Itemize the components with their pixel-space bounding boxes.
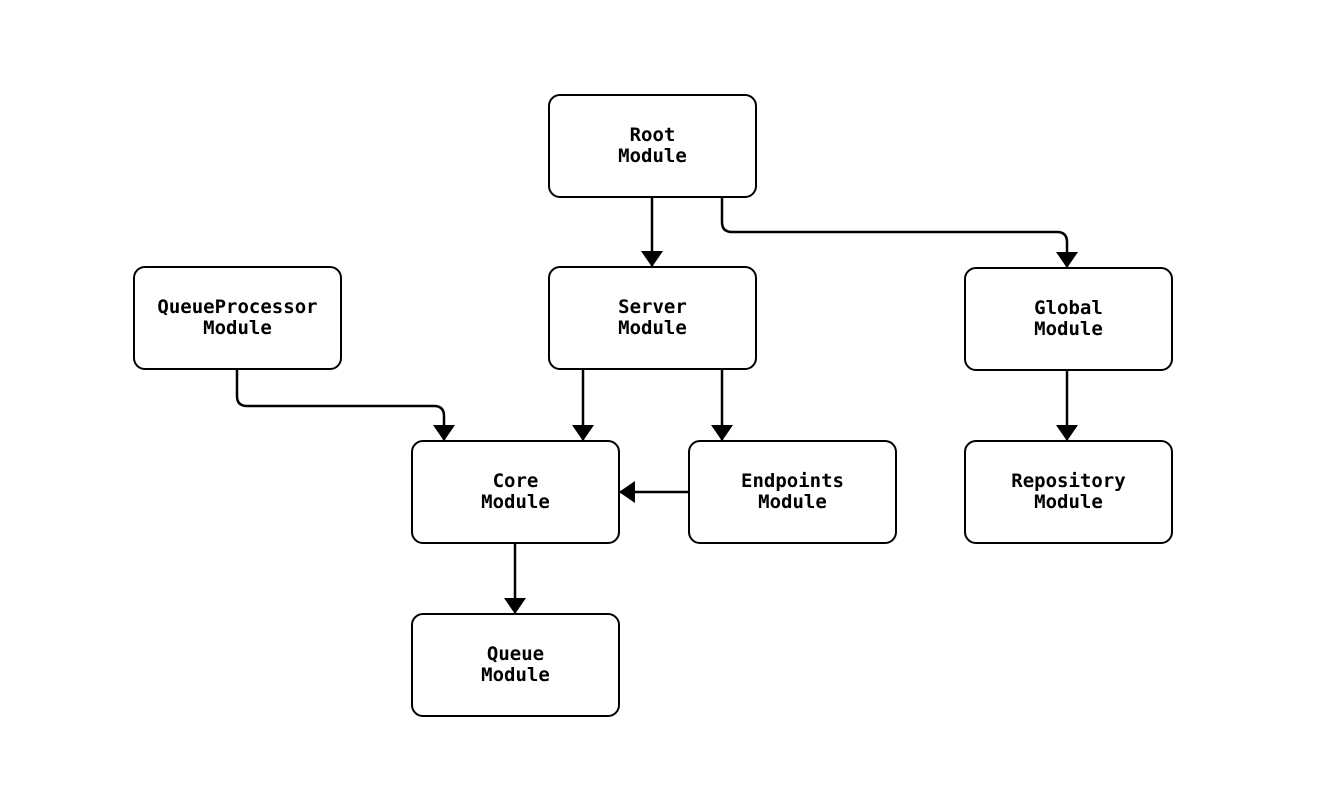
node-label-line2: Module bbox=[481, 491, 550, 513]
node-label-line2: Module bbox=[618, 145, 687, 167]
edge-queueprocessor-to-core bbox=[235, 370, 455, 441]
node-label-line1: Root bbox=[629, 124, 676, 146]
node-label-line2: Module bbox=[1034, 491, 1103, 513]
node-server-module-label: Server Module bbox=[618, 297, 687, 339]
node-label-line1: Global bbox=[1034, 297, 1103, 319]
node-label-line2: Module bbox=[758, 491, 827, 513]
node-repository-module: Repository Module bbox=[964, 440, 1173, 544]
node-label-line2: Module bbox=[1034, 318, 1103, 340]
node-repository-module-label: Repository Module bbox=[1011, 471, 1125, 513]
node-global-module-label: Global Module bbox=[1034, 298, 1103, 340]
node-label-line2: Module bbox=[618, 317, 687, 339]
node-label-line2: Module bbox=[481, 664, 550, 686]
node-queue-module-label: Queue Module bbox=[481, 644, 550, 686]
edge-root-to-global bbox=[720, 198, 1078, 268]
node-queue-module: Queue Module bbox=[411, 613, 620, 717]
node-label-line1: Queue bbox=[486, 643, 545, 665]
node-root-module-label: Root Module bbox=[618, 125, 687, 167]
node-label-line2: Module bbox=[203, 317, 272, 339]
node-root-module: Root Module bbox=[548, 94, 757, 198]
node-global-module: Global Module bbox=[964, 267, 1173, 371]
node-label-line1: QueueProcessor bbox=[157, 296, 318, 318]
node-endpoints-module-label: Endpoints Module bbox=[741, 471, 844, 513]
node-queueprocessor-module: QueueProcessor Module bbox=[133, 266, 342, 370]
node-endpoints-module: Endpoints Module bbox=[688, 440, 897, 544]
node-label-line1: Core bbox=[492, 470, 539, 492]
node-label-line1: Endpoints bbox=[741, 470, 844, 492]
node-label-line1: Repository bbox=[1011, 470, 1126, 492]
node-core-module: Core Module bbox=[411, 440, 620, 544]
node-queueprocessor-module-label: QueueProcessor Module bbox=[157, 297, 317, 339]
node-label-line1: Server bbox=[618, 296, 687, 318]
node-core-module-label: Core Module bbox=[481, 471, 550, 513]
node-server-module: Server Module bbox=[548, 266, 757, 370]
